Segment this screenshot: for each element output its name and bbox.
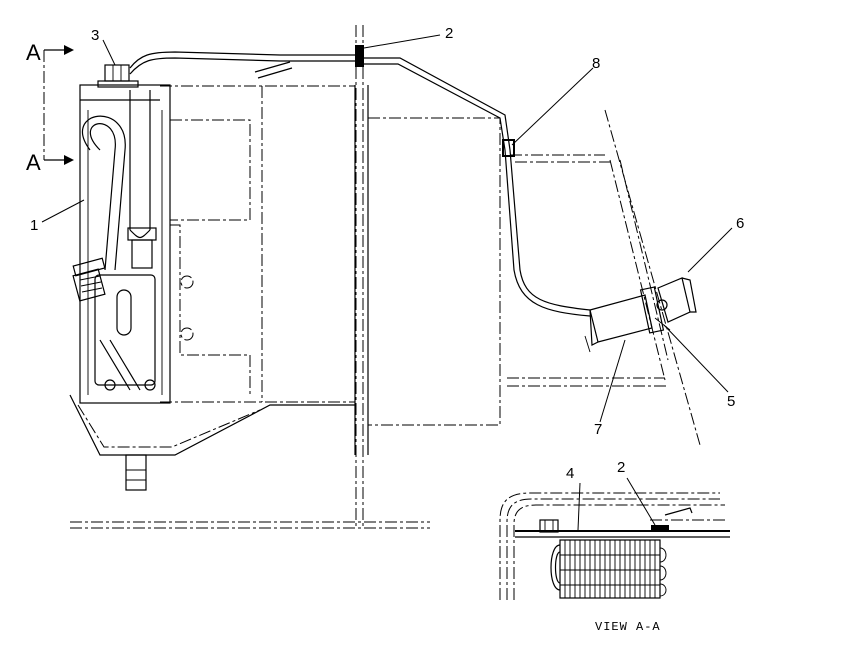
section-label-lower: A <box>26 150 41 175</box>
view-a-a-inset <box>499 477 730 600</box>
callout-2-view: 2 <box>617 459 625 476</box>
blower-housing <box>160 85 501 426</box>
refrigerant-tubing <box>82 90 156 391</box>
callout-1: 1 <box>30 217 38 234</box>
tube-clamp <box>502 139 515 157</box>
callout-4: 4 <box>566 465 574 482</box>
tube-clip <box>355 45 364 67</box>
mounting-nut <box>97 64 139 88</box>
section-label-upper: A <box>26 40 41 65</box>
callout-2: 2 <box>445 25 453 42</box>
evaporator-core <box>69 84 355 491</box>
leader-lines <box>41 34 733 423</box>
thermostat-switch <box>584 277 697 353</box>
callout-3: 3 <box>91 27 99 44</box>
view-caption: VIEW A-A <box>595 620 661 634</box>
floor-line <box>70 521 430 529</box>
callout-6: 6 <box>736 215 744 232</box>
side-panel <box>507 109 701 446</box>
callout-5: 5 <box>727 393 735 410</box>
callout-8: 8 <box>592 55 600 72</box>
expansion-valve <box>72 227 157 302</box>
callout-7: 7 <box>594 421 602 438</box>
section-marker <box>43 45 74 165</box>
capillary-tube <box>129 51 591 317</box>
bulkhead-wall <box>354 25 369 528</box>
